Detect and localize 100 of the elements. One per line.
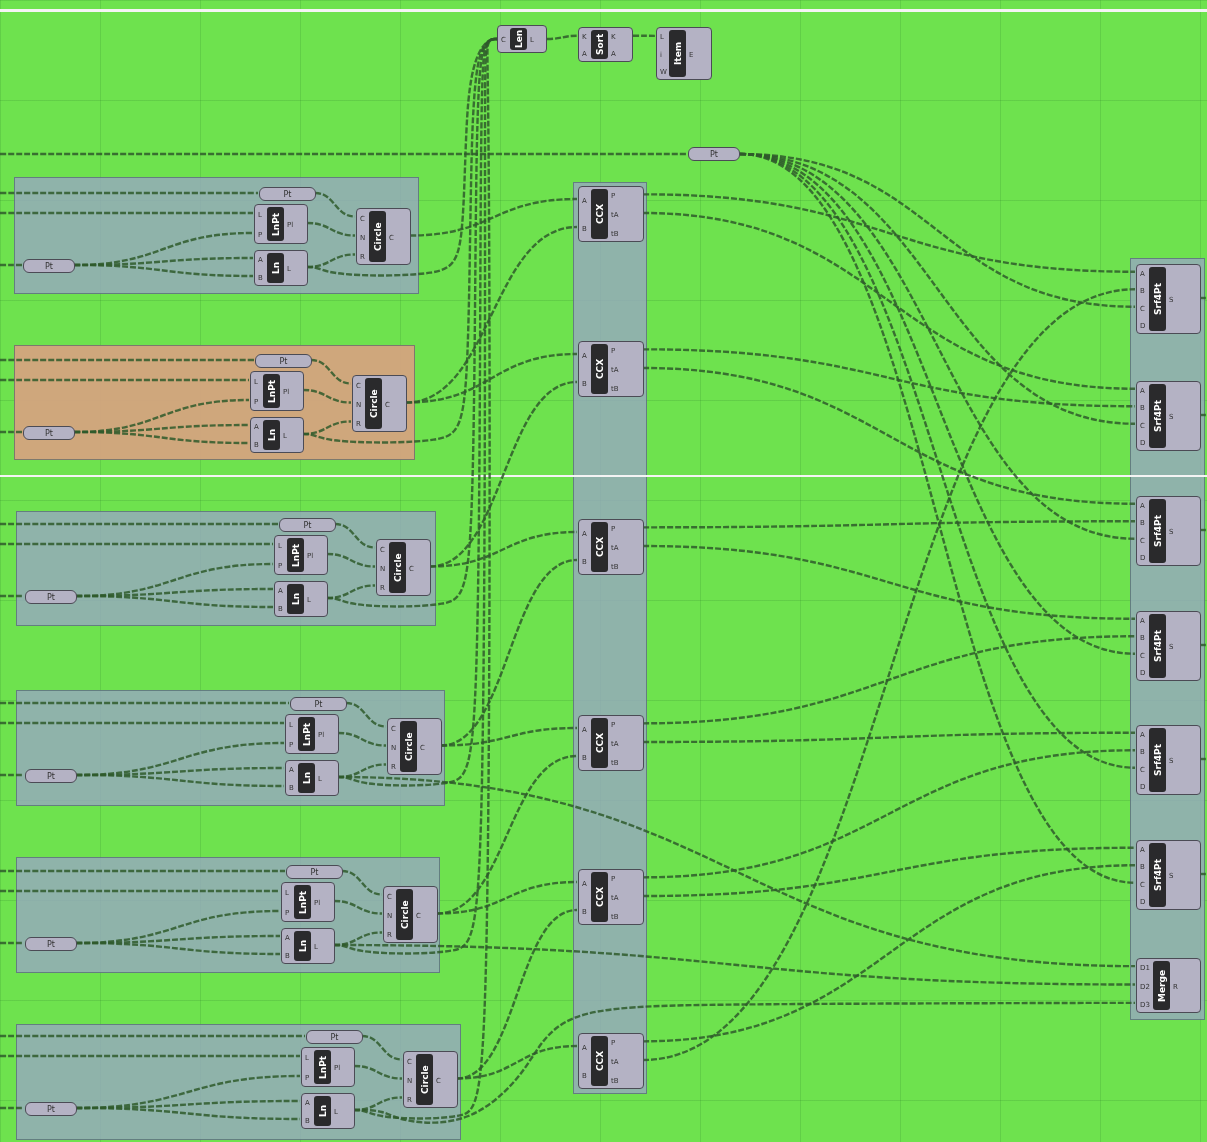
wire bbox=[74, 430, 249, 445]
component-name: Merge bbox=[1153, 961, 1170, 1010]
wire bbox=[1200, 872, 1207, 876]
wire bbox=[1200, 757, 1207, 761]
wire bbox=[1200, 528, 1207, 532]
component-block bbox=[281, 928, 335, 964]
component-name: Pt bbox=[47, 1104, 55, 1114]
component-name: Circle bbox=[389, 542, 406, 593]
parameter-pill bbox=[255, 354, 312, 368]
parameter-pill bbox=[279, 518, 336, 532]
component-name: Ln bbox=[294, 931, 311, 961]
group-panel bbox=[573, 182, 647, 1094]
parameter-pill bbox=[25, 937, 77, 951]
wire bbox=[440, 726, 578, 747]
component-block bbox=[387, 718, 442, 775]
component-block bbox=[656, 27, 712, 80]
wire bbox=[642, 635, 1136, 725]
parameter-pill bbox=[23, 259, 75, 273]
component-name: Pt bbox=[279, 356, 288, 366]
wire bbox=[0, 263, 22, 267]
wire bbox=[0, 430, 22, 434]
component-block bbox=[1136, 264, 1201, 334]
component-block bbox=[274, 535, 328, 575]
component-name: CCX bbox=[591, 1036, 608, 1086]
component-name: Circle bbox=[416, 1054, 433, 1105]
component-name: Ln bbox=[267, 253, 284, 283]
component-block bbox=[1136, 611, 1201, 681]
component-name: Srf4Pt bbox=[1149, 728, 1166, 792]
wire bbox=[0, 211, 253, 215]
component-name: Pt bbox=[314, 699, 323, 709]
wire bbox=[0, 701, 289, 705]
component-block bbox=[301, 1047, 355, 1087]
wire bbox=[405, 352, 578, 404]
component-block bbox=[403, 1051, 458, 1108]
wire bbox=[0, 721, 284, 725]
component-block bbox=[383, 886, 438, 943]
wire bbox=[456, 1044, 578, 1080]
component-name: Pt bbox=[310, 867, 319, 877]
component-name: CCX bbox=[591, 872, 608, 922]
group-panel bbox=[14, 345, 415, 460]
parameter-pill bbox=[286, 865, 343, 879]
component-name: Pt bbox=[283, 189, 292, 199]
parameter-pill bbox=[23, 426, 75, 440]
wire bbox=[74, 263, 253, 278]
wire bbox=[341, 869, 383, 896]
wire bbox=[333, 899, 383, 915]
component-name: Pt bbox=[710, 149, 718, 159]
wire bbox=[429, 530, 578, 568]
wire bbox=[0, 378, 249, 382]
wire bbox=[0, 941, 24, 945]
component-name: Len bbox=[510, 28, 527, 50]
wire bbox=[76, 941, 280, 956]
wire bbox=[0, 152, 688, 156]
wire bbox=[0, 773, 24, 777]
wire bbox=[353, 1064, 403, 1080]
parameter-pill bbox=[688, 147, 740, 161]
wire bbox=[642, 288, 1136, 1062]
wire bbox=[306, 221, 356, 237]
component-name: CCX bbox=[591, 718, 608, 768]
wire bbox=[310, 358, 352, 385]
component-block bbox=[578, 27, 633, 62]
component-block bbox=[578, 869, 644, 925]
component-block bbox=[1136, 840, 1201, 910]
component-name: LnPt bbox=[287, 538, 304, 572]
component-name: Srf4Pt bbox=[1149, 384, 1166, 448]
component-name: Circle bbox=[365, 378, 382, 429]
parameter-pill bbox=[290, 697, 347, 711]
component-block bbox=[1136, 381, 1201, 451]
component-name: Ln bbox=[314, 1096, 331, 1126]
wire bbox=[0, 1034, 305, 1038]
component-name: Pt bbox=[45, 428, 53, 438]
component-block bbox=[250, 371, 304, 411]
wire bbox=[302, 388, 352, 404]
component-block bbox=[254, 250, 308, 286]
wire bbox=[1200, 643, 1207, 647]
component-name: CCX bbox=[591, 189, 608, 239]
component-name: Pt bbox=[47, 592, 55, 602]
component-block bbox=[497, 25, 547, 53]
wire bbox=[643, 520, 1135, 529]
component-name: Srf4Pt bbox=[1149, 843, 1166, 907]
component-block bbox=[376, 539, 431, 596]
wire bbox=[361, 1034, 403, 1061]
wire bbox=[0, 1106, 24, 1110]
component-name: Sort bbox=[591, 30, 608, 59]
wire bbox=[642, 348, 1136, 408]
wire bbox=[0, 869, 285, 873]
group-panel bbox=[14, 177, 419, 294]
parameter-pill bbox=[25, 1102, 77, 1116]
group-panel bbox=[16, 857, 440, 973]
component-name: LnPt bbox=[263, 374, 280, 408]
component-name: LnPt bbox=[267, 207, 284, 241]
component-name: CCX bbox=[591, 344, 608, 394]
parameter-pill bbox=[259, 187, 316, 201]
wire bbox=[409, 197, 578, 237]
component-name: Srf4Pt bbox=[1149, 499, 1166, 563]
component-block bbox=[356, 208, 411, 265]
component-name: Pt bbox=[47, 939, 55, 949]
wire bbox=[337, 775, 1136, 968]
component-block bbox=[578, 186, 644, 242]
wire bbox=[0, 542, 273, 546]
